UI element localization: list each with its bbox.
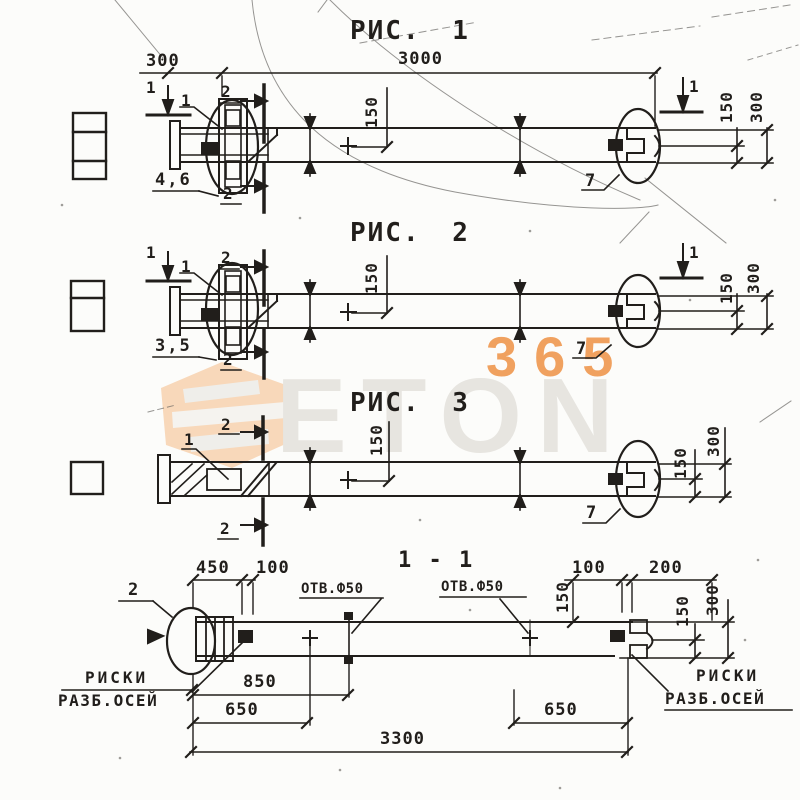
scan-artifacts	[60, 0, 799, 790]
section-callout-2: 2	[128, 580, 140, 600]
section-dim-100-left: 100	[256, 558, 290, 578]
fig2-dim-150-end: 150	[717, 272, 736, 304]
fig2-dim-300-end: 300	[744, 262, 763, 294]
fig1-dim-300-end: 300	[747, 91, 766, 123]
fig3-detail-callout-1: 1	[184, 430, 194, 449]
fig1-cut-mark-1-left: 1	[146, 78, 156, 97]
fig1-callout-4-6: 4,6	[155, 170, 192, 190]
section-dim-300-vert: 300	[703, 584, 722, 616]
figure-2-title: РИС. 2	[350, 218, 470, 248]
fig1-detail-callout-1: 1	[181, 91, 191, 110]
section-dim-150-vert-right: 150	[673, 595, 692, 627]
fig3-dim-300-end: 300	[704, 425, 723, 457]
axis-marks-label-right-line1: РИСКИ	[696, 666, 760, 685]
fig2-cut-mark-2-top: 2	[221, 248, 231, 267]
watermark-number-text: 365	[486, 325, 631, 388]
fig1-dim-150-end: 150	[717, 91, 736, 123]
fig1-dim-300: 300	[146, 51, 180, 71]
figure-3-title: РИС. 3	[350, 388, 470, 418]
fig2-cut-mark-1-right: 1	[689, 243, 699, 262]
section-dim-150-vert-left: 150	[553, 581, 572, 613]
fig1-callout-7: 7	[585, 171, 598, 191]
fig2-callout-3-5: 3,5	[155, 336, 192, 356]
section-dim-200: 200	[649, 558, 683, 578]
fig1-cut-mark-2-top: 2	[221, 82, 231, 101]
figure-1-linework	[139, 66, 774, 214]
fig1-dim-3000: 3000	[398, 49, 443, 69]
fig1-cut-mark-2-bottom: 2	[223, 184, 233, 203]
fig2-callout-7: 7	[576, 339, 589, 359]
axis-marks-label-left-line2: РАЗБ.ОСЕЙ	[58, 691, 159, 710]
section-dim-650-left: 650	[225, 700, 259, 720]
section-hole-label-left: ОТВ.Ф50	[301, 581, 364, 597]
watermark-brand-text: ETON	[276, 357, 629, 475]
figure-2-linework	[145, 243, 774, 380]
margin-table-fragments	[69, 111, 108, 496]
fig2-cut-mark-1-left: 1	[146, 243, 156, 262]
fig3-dim-150-mid: 150	[367, 424, 386, 456]
section-hole-label-right: ОТВ.Ф50	[441, 579, 504, 595]
figure-1-title: РИС. 1	[350, 16, 470, 46]
fig3-callout-7: 7	[586, 503, 599, 523]
axis-marks-label-left-line1: РИСКИ	[85, 668, 149, 687]
axis-marks-label-right-line2: РАЗБ.ОСЕЙ	[665, 689, 766, 708]
fig2-detail-callout-1: 1	[181, 257, 191, 276]
section-dim-3300: 3300	[380, 729, 425, 749]
figure-3-linework	[157, 415, 732, 547]
fig3-cut-mark-2-bottom: 2	[220, 519, 230, 538]
section-title: 1 - 1	[398, 548, 475, 573]
fig2-dim-150-mid: 150	[362, 262, 381, 294]
section-dim-650-right: 650	[544, 700, 578, 720]
section-1-1-linework	[61, 573, 793, 759]
fig1-cut-mark-1-right: 1	[689, 77, 699, 96]
section-dim-850: 850	[243, 672, 277, 692]
section-dim-100-right: 100	[572, 558, 606, 578]
fig3-cut-mark-2-top: 2	[221, 415, 231, 434]
fig1-dim-150-mid: 150	[362, 96, 381, 128]
fig3-dim-150-end: 150	[671, 447, 690, 479]
fig2-cut-mark-2-bottom: 2	[223, 350, 233, 369]
section-dim-450: 450	[196, 558, 230, 578]
